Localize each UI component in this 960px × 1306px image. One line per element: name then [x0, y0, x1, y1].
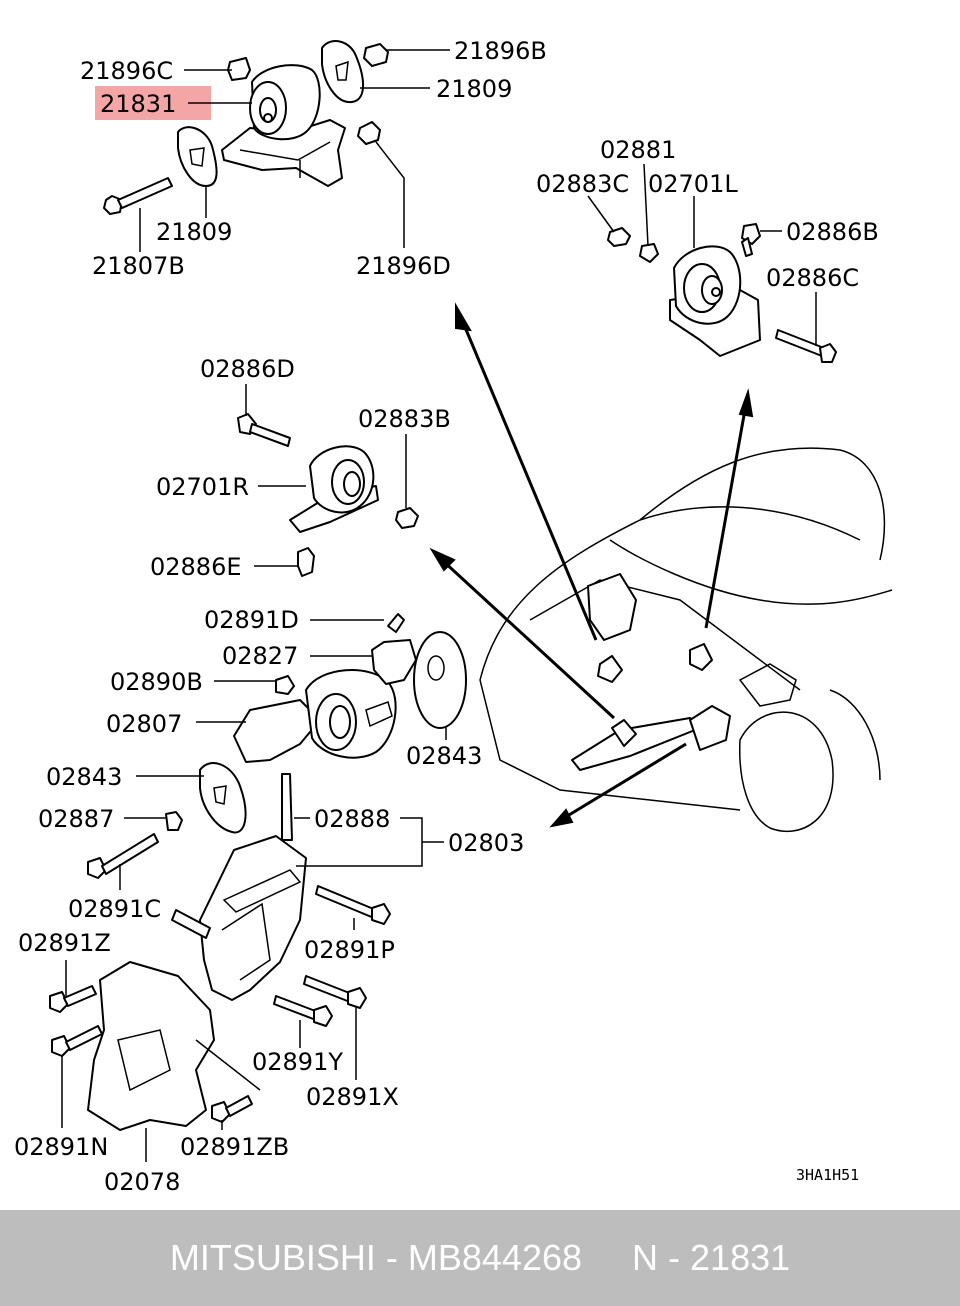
- exploded-parts-diagram: 21896C 21831 21896B 21809 21809 21807B 2…: [14, 37, 893, 1196]
- figure-code: 3HA1H51: [796, 1166, 859, 1184]
- label-02701L: 02701L: [648, 170, 738, 198]
- label-02891X: 02891X: [306, 1083, 399, 1111]
- label-02888: 02888: [314, 805, 390, 833]
- label-02890B: 02890B: [110, 668, 203, 696]
- label-02891N: 02891N: [14, 1133, 108, 1161]
- footer-separator: -: [375, 1237, 408, 1278]
- label-02887: 02887: [38, 805, 114, 833]
- label-21807B: 21807B: [92, 252, 185, 280]
- label-02807: 02807: [106, 710, 182, 738]
- label-02803: 02803: [448, 829, 524, 857]
- label-21809-bottom: 21809: [156, 218, 232, 246]
- label-02827: 02827: [222, 642, 298, 670]
- label-02886D: 02886D: [200, 355, 295, 383]
- label-02701R: 02701R: [156, 473, 249, 501]
- mount-21831-illustration: [103, 40, 389, 215]
- label-02891ZB: 02891ZB: [180, 1133, 289, 1161]
- label-02843-left: 02843: [46, 763, 122, 791]
- label-02891D: 02891D: [204, 606, 299, 634]
- part-labels: 21896C 21831 21896B 21809 21809 21807B 2…: [14, 37, 879, 1196]
- footer-ref-number: 21831: [690, 1237, 791, 1278]
- footer-brand: MITSUBISHI: [169, 1237, 376, 1278]
- label-02843-right: 02843: [406, 742, 482, 770]
- label-02078: 02078: [104, 1168, 180, 1196]
- label-02883B: 02883B: [358, 405, 451, 433]
- label-02891Y: 02891Y: [252, 1048, 343, 1076]
- leader-lines: [61, 49, 817, 1162]
- label-02891P: 02891P: [304, 936, 395, 964]
- label-02891C: 02891C: [68, 895, 161, 923]
- bracket-02078-illustration: [49, 961, 261, 1131]
- label-02886C: 02886C: [766, 264, 859, 292]
- label-21896B: 21896B: [454, 37, 547, 65]
- footer-gap: [582, 1237, 632, 1279]
- label-02886E: 02886E: [150, 553, 242, 581]
- label-21896C: 21896C: [80, 57, 173, 85]
- label-21896D: 21896D: [356, 252, 451, 280]
- mount-02807-illustration: [165, 613, 467, 841]
- bracket-02803-illustration: [87, 833, 391, 1027]
- label-02883C: 02883C: [536, 170, 629, 198]
- label-02886B: 02886B: [786, 218, 879, 246]
- label-21809-top: 21809: [436, 75, 512, 103]
- label-21831: 21831: [100, 90, 176, 118]
- footer-part-number: MB844268: [407, 1237, 583, 1278]
- vehicle-body-illustration: [479, 447, 893, 833]
- mount-02701L-illustration: [607, 223, 837, 363]
- footer-bar: MITSUBISHI - MB844268 N - 21831: [0, 1210, 960, 1306]
- label-02891Z: 02891Z: [18, 929, 111, 957]
- mount-02701R-illustration: [237, 413, 419, 577]
- footer-ref-prefix: N -: [632, 1237, 691, 1278]
- pointer-arrows: [429, 302, 754, 828]
- label-02881: 02881: [600, 136, 676, 164]
